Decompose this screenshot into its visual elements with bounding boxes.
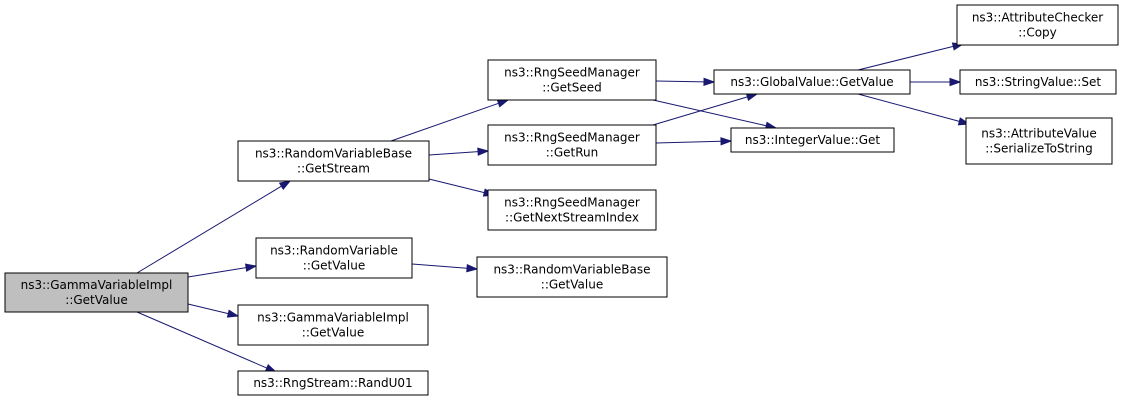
edge-rsm_get_seed-to-integervalue_get <box>652 99 778 130</box>
arrowhead-icon <box>496 99 510 108</box>
node-box <box>237 304 429 346</box>
node-label-line: ::GetValue <box>303 259 365 273</box>
edge-line <box>136 311 268 369</box>
edge-gamma_get_value-to-gamma_get_value_2 <box>187 303 240 318</box>
node-stringvalue-set[interactable]: ns3::StringValue::Set <box>959 69 1117 95</box>
node-box <box>730 127 895 153</box>
edge-line <box>857 45 954 71</box>
arrowhead-icon <box>949 77 962 87</box>
edge-line <box>411 263 468 269</box>
node-gamma-get-value-2[interactable]: ns3::GammaVariableImpl::GetValue <box>237 304 429 346</box>
edge-line <box>652 99 767 127</box>
node-rsm-get-next-stream-index[interactable]: ns3::RngSeedManager::GetNextStreamIndex <box>487 189 657 231</box>
edge-rsm_get_run-to-integervalue_get <box>655 137 733 146</box>
node-label-line: ns3::RngSeedManager <box>504 131 640 145</box>
node-label-line: ns3::RngSeedManager <box>504 196 640 210</box>
edge-line <box>655 80 705 83</box>
node-label-line: ns3::GammaVariableImpl <box>21 278 173 292</box>
arrowhead-icon <box>278 180 292 191</box>
node-label-line: ::GetRun <box>546 146 598 160</box>
node-label-line: ::GetValue <box>65 293 127 307</box>
node-rv-get-value[interactable]: ns3::RandomVariable::GetValue <box>255 237 413 279</box>
edge-line <box>187 303 229 315</box>
node-box <box>237 140 430 182</box>
node-rsm-get-run[interactable]: ns3::RngSeedManager::GetRun <box>487 124 657 166</box>
node-box <box>237 370 429 396</box>
edge-globalvalue_get_value-to-attributevalue_serialize <box>857 93 971 126</box>
node-box <box>487 59 657 101</box>
call-graph-nodes: ns3::GammaVariableImpl::GetValuens3::Ran… <box>4 4 1119 396</box>
edge-line <box>652 96 748 126</box>
edge-line <box>428 151 479 156</box>
arrowhead-icon <box>745 92 759 102</box>
node-box <box>956 4 1119 46</box>
node-label-line: ns3::AttributeValue <box>981 127 1097 141</box>
node-box <box>487 189 657 231</box>
edge-line <box>857 93 960 122</box>
node-label-line: ::GetStream <box>297 162 370 176</box>
node-box <box>965 117 1113 165</box>
node-attributechecker-copy[interactable]: ns3::AttributeChecker::Copy <box>956 4 1119 46</box>
arrowhead-icon <box>477 147 490 156</box>
node-label-line: ::SerializeToString <box>985 142 1093 156</box>
edge-gamma_get_value-to-rv_get_value <box>187 263 258 278</box>
node-rvb-get-value[interactable]: ns3::RandomVariableBase::GetValue <box>476 256 668 298</box>
node-label-line: ns3::RandomVariable <box>270 244 398 258</box>
edge-line <box>428 178 485 194</box>
node-label-line: ns3::GlobalValue::GetValue <box>730 75 893 89</box>
node-rsm-get-seed[interactable]: ns3::RngSeedManager::GetSeed <box>487 59 657 101</box>
edge-globalvalue_get_value-to-attributechecker_copy <box>857 42 965 71</box>
node-integervalue-get[interactable]: ns3::IntegerValue::Get <box>730 127 895 153</box>
node-label-line: ::GetValue <box>302 326 364 340</box>
node-label-line: ::Copy <box>1018 26 1057 40</box>
edge-line <box>390 102 499 142</box>
node-label-line: ns3::IntegerValue::Get <box>745 133 880 147</box>
node-box <box>476 256 668 298</box>
edge-gamma_get_value-to-rvb_get_stream <box>136 180 292 274</box>
node-label-line: ::GetNextStreamIndex <box>505 211 639 225</box>
arrowhead-icon <box>244 263 258 272</box>
node-box <box>487 124 657 166</box>
node-label-line: ns3::RngSeedManager <box>504 66 640 80</box>
node-box <box>713 69 911 95</box>
edge-line <box>655 140 722 144</box>
node-box <box>255 237 413 279</box>
edge-rv_get_value-to-rvb_get_value <box>411 263 479 273</box>
edge-rvb_get_stream-to-rsm_get_run <box>428 147 490 156</box>
node-rvb-get-stream[interactable]: ns3::RandomVariableBase::GetStream <box>237 140 430 182</box>
node-label-line: ns3::GammaVariableImpl <box>257 311 409 325</box>
node-label-line: ::GetSeed <box>542 81 601 95</box>
node-attributevalue-serialize[interactable]: ns3::AttributeValue::SerializeToString <box>965 117 1113 165</box>
edge-globalvalue_get_value-to-stringvalue_set <box>910 77 962 87</box>
node-label-line: ::GetValue <box>541 278 603 292</box>
node-gamma-get-value[interactable]: ns3::GammaVariableImpl::GetValue <box>4 272 189 313</box>
node-rngstream-randu01[interactable]: ns3::RngStream::RandU01 <box>237 370 429 396</box>
arrowhead-icon <box>226 309 240 318</box>
edge-rvb_get_stream-to-rsm_get_next_stream_index <box>428 178 496 197</box>
node-label-line: ns3::StringValue::Set <box>975 75 1101 89</box>
edge-line <box>187 267 247 278</box>
node-label-line: ns3::RandomVariableBase <box>255 147 412 161</box>
edge-line <box>136 185 282 274</box>
node-label-line: ns3::RngStream::RandU01 <box>253 376 412 390</box>
edge-rsm_get_seed-to-globalvalue_get_value <box>655 77 716 87</box>
node-box <box>4 272 189 313</box>
node-label-line: ns3::RandomVariableBase <box>493 263 650 277</box>
arrowhead-icon <box>703 77 716 87</box>
node-globalvalue-get-value[interactable]: ns3::GlobalValue::GetValue <box>713 69 911 95</box>
arrowhead-icon <box>720 137 733 146</box>
node-label-line: ns3::AttributeChecker <box>972 11 1103 25</box>
node-box <box>959 69 1117 95</box>
arrowhead-icon <box>466 264 479 273</box>
